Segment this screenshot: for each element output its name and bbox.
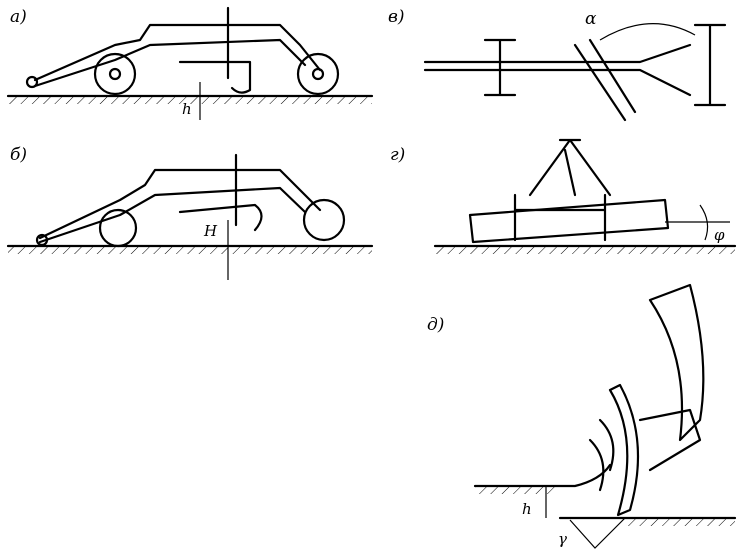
cut-hatch [620,519,735,526]
hitch [35,233,49,247]
hitch [25,75,39,89]
blade-raised [178,203,263,232]
angle-label-gamma: γ [558,530,567,548]
ground-hatch [8,247,372,254]
depth-label-h: h [522,500,532,518]
depth-label-h: h [182,100,192,118]
blade-upper [648,283,705,442]
front-wheel [93,52,137,96]
front-hub [108,67,122,81]
panel-g-rear-view: г) φ [390,138,737,254]
tilted-blade [468,198,670,244]
rear-hub [311,67,325,81]
soil-chips [588,418,615,492]
panel-d-blade-section: д) h γ [427,283,737,549]
frame-upper [38,168,322,240]
panel-b-side-view-transport: б) H [6,145,374,280]
rear-axle [693,23,727,107]
frame-lower [33,38,307,88]
ground-hatch [435,247,735,254]
blade [178,60,252,94]
frame-lower [38,186,307,244]
lift-label-H: H [203,222,218,240]
panel-v-top-view: в) α [388,7,727,122]
front-wheel [98,208,138,248]
cut-angle [569,517,626,549]
panel-b-label: б) [10,145,27,165]
ground-hatch [475,487,555,494]
front-axle [483,38,517,97]
drawbar [423,43,692,97]
frame [513,193,607,242]
moldboard [608,383,640,517]
ground-hatch [8,97,372,104]
panel-a-side-view-working: а) h [6,6,374,120]
panel-d-label: д) [427,315,444,335]
angle-label-alpha: α [585,9,597,29]
tilt-angle [665,204,730,241]
frame-upper [33,23,322,82]
mast [528,138,612,197]
rear-wheel [302,198,346,242]
ground-surface [473,463,612,488]
rear-wheel [296,52,340,96]
panel-a-label: а) [10,7,27,27]
panel-g-label: г) [390,145,405,165]
blade-top-view [573,38,637,122]
angle-label-phi: φ [714,226,725,244]
panel-v-label: в) [388,7,405,27]
bracket [638,408,702,472]
angle-arc [599,23,696,41]
